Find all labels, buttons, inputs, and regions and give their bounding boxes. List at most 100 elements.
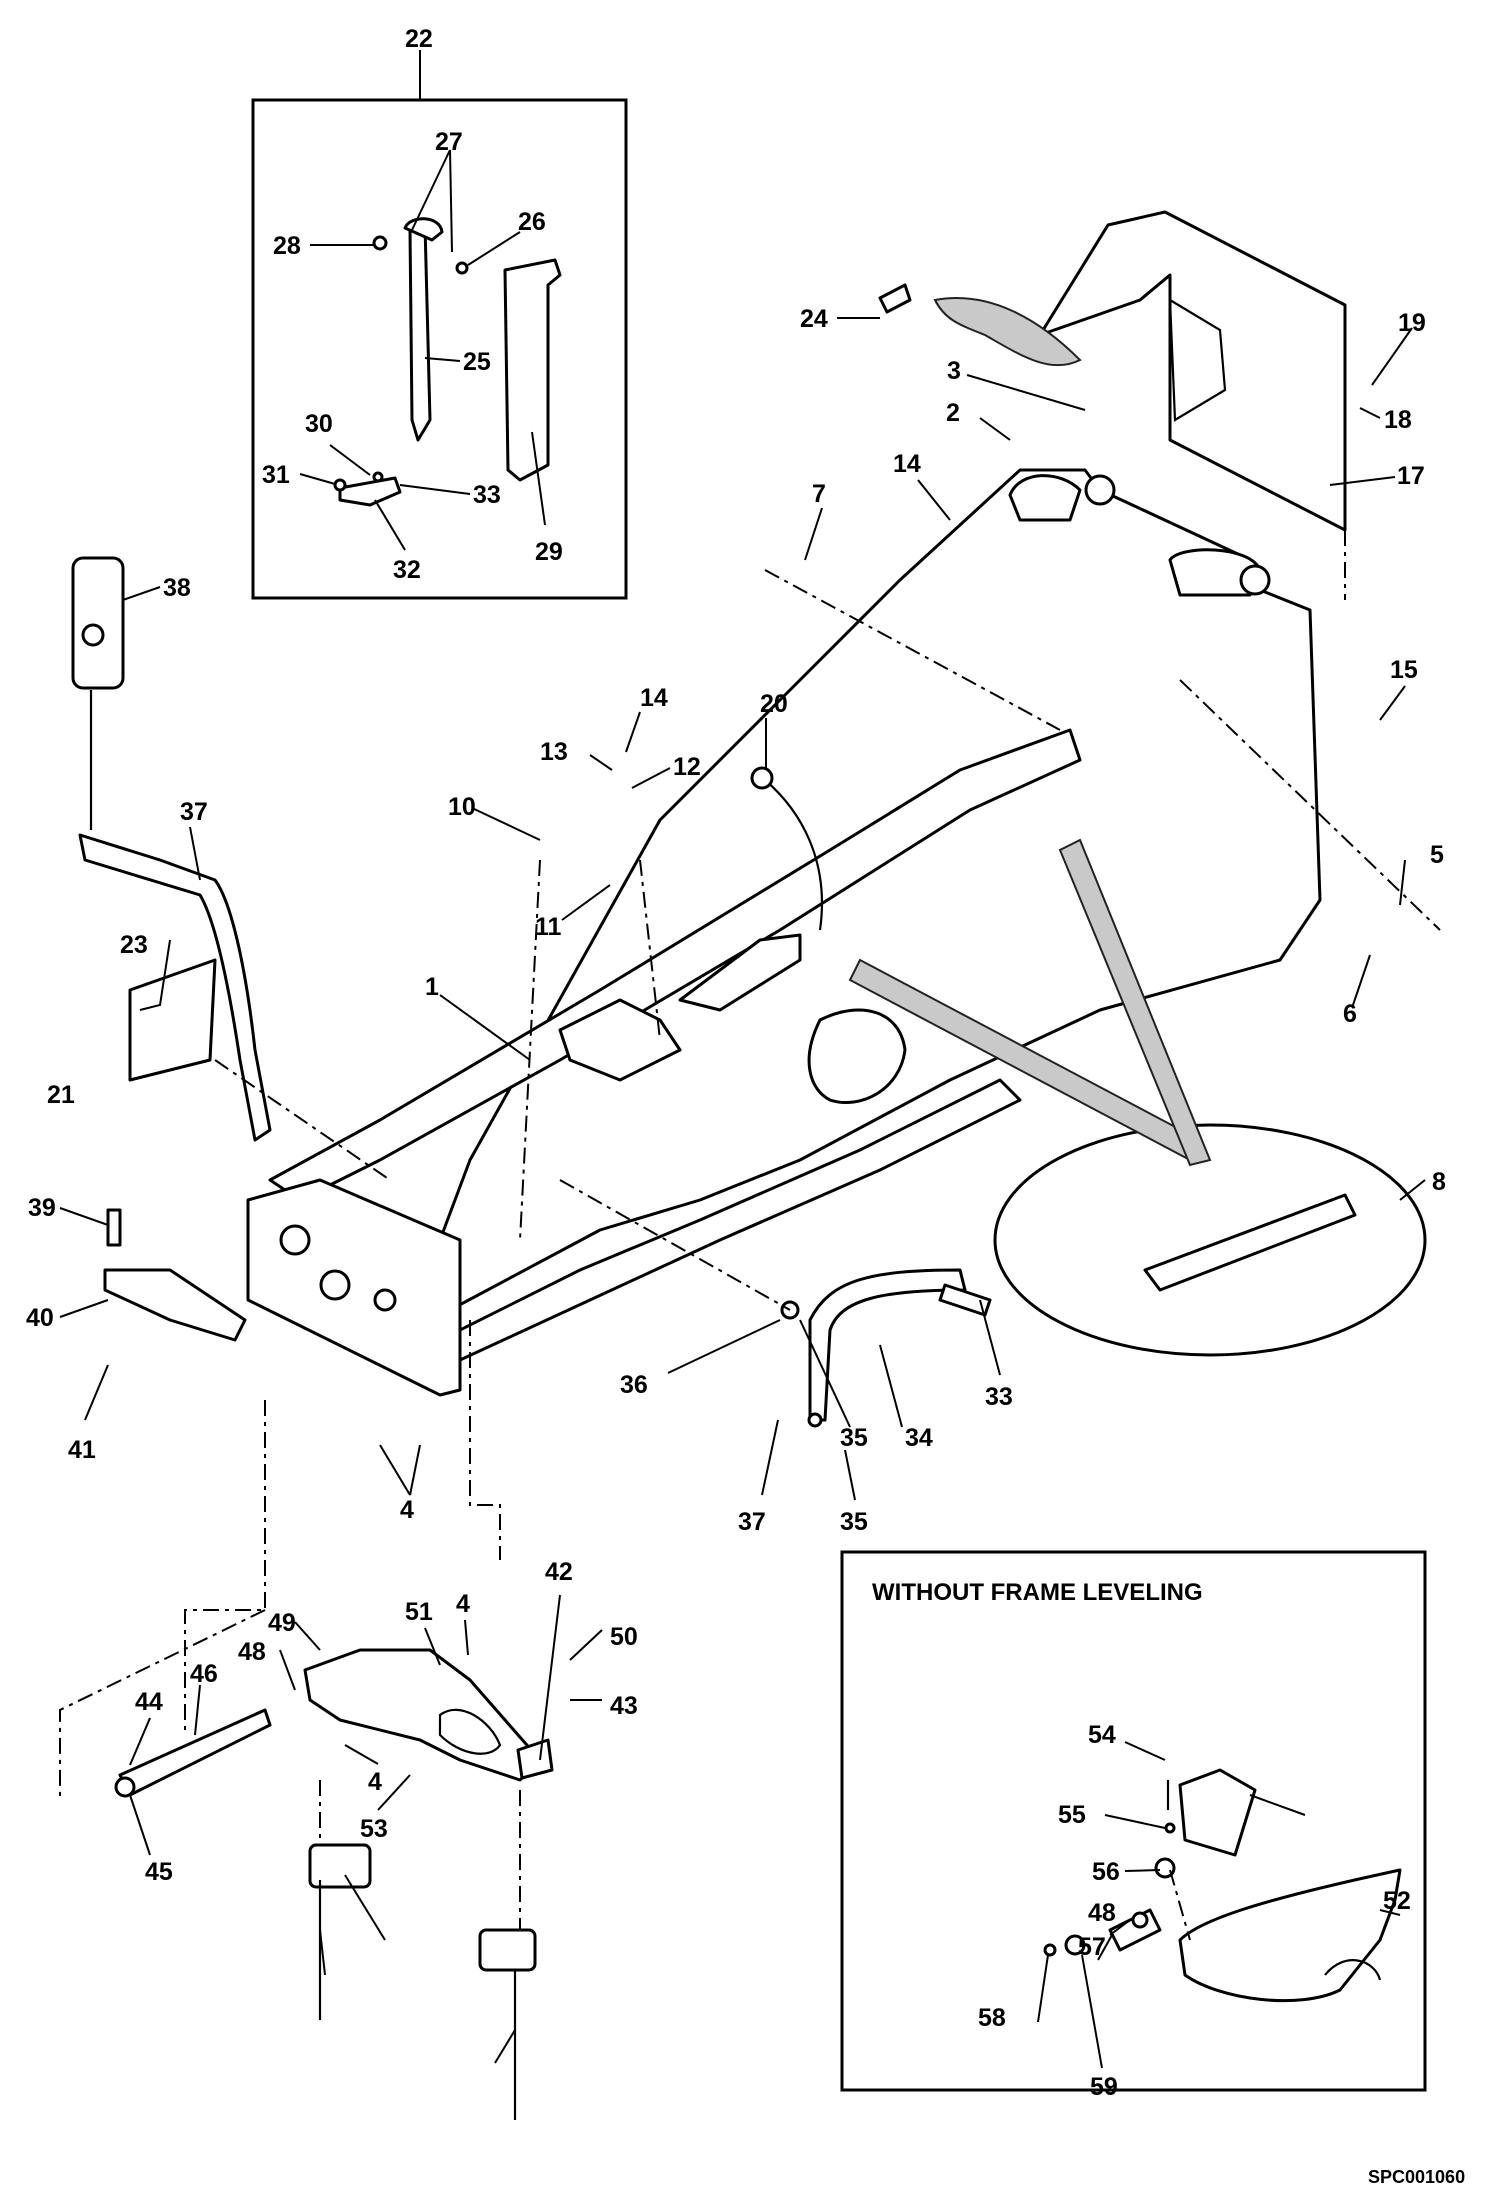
leader-40 <box>84 1364 109 1421</box>
callout-54: 58 <box>978 2004 1006 2032</box>
plate-59 <box>478 1928 537 1972</box>
leader-6 <box>1352 954 1371 1006</box>
leader-55 <box>1081 1954 1103 2069</box>
callout-7: 7 <box>812 480 826 508</box>
frame-lower-rail <box>438 1078 1022 1362</box>
leader-53 <box>1097 1934 1113 1961</box>
frame-leveling-box: WITHOUT FRAME LEVELING <box>840 1550 1427 2092</box>
bracket-39 <box>103 1268 247 1342</box>
callout-42: 43 <box>610 1692 638 1720</box>
leader-48a <box>424 1627 441 1666</box>
plate-20 <box>128 958 217 1082</box>
leader-57 <box>319 1929 326 1976</box>
leader-54 <box>1037 1954 1049 2023</box>
leader-50 <box>1124 1741 1166 1761</box>
callout-labels: 22 27 26 28 25 29 30 31 32 33 38 37 23 2… <box>26 25 1465 2187</box>
leader-27 <box>531 431 546 526</box>
callout-51: 55 <box>1058 1801 1086 1829</box>
leader-51 <box>1104 1814 1166 1829</box>
callout-5: 5 <box>1430 841 1444 869</box>
leader-59 <box>494 2029 516 2064</box>
leader-3 <box>966 374 1086 411</box>
leader-31 <box>399 484 471 495</box>
leader-48b <box>1379 1909 1401 1916</box>
rod-23 <box>408 223 432 442</box>
leader-8 <box>1399 1179 1426 1201</box>
callout-26: 28 <box>273 232 301 260</box>
callout-30: 32 <box>393 556 421 584</box>
leader-49 <box>377 1774 411 1811</box>
leader-14b <box>1379 685 1406 721</box>
pin-29 <box>333 478 347 492</box>
track-frame-group <box>114 1648 554 2120</box>
callout-29: 31 <box>262 461 290 489</box>
washer-35 <box>807 1412 823 1428</box>
callout-50: 54 <box>1088 1721 1116 1749</box>
pedal-37-pin <box>81 623 105 647</box>
main-frame-1 <box>246 468 1322 1397</box>
leader-33b <box>844 1449 856 1501</box>
callout-9: 10 <box>448 793 476 821</box>
decal-19-strip <box>933 297 1082 367</box>
pin-45 <box>118 1708 272 1797</box>
callout-36: 37 <box>180 798 208 826</box>
bushing-52 <box>1154 1857 1176 1879</box>
leader-5 <box>1399 859 1406 906</box>
leader-28 <box>329 444 371 476</box>
leader-44 <box>129 1794 151 1856</box>
callout-49: 53 <box>360 1815 388 1843</box>
leader-4a <box>379 1444 421 1496</box>
callout-4c: 4 <box>368 1768 382 1796</box>
dash-52 <box>1169 1869 1191 1941</box>
leader-39 <box>59 1299 109 1318</box>
leader-34 <box>799 1319 851 1428</box>
callout-46a: 48 <box>238 1638 266 1666</box>
leader-41 <box>539 1594 561 1761</box>
frame-48-detail <box>1178 1868 1402 2003</box>
pin-28 <box>372 471 384 483</box>
callout-53: 57 <box>1078 1933 1106 1961</box>
washer-55 <box>1064 1934 1086 1956</box>
leader-35a <box>667 1319 781 1374</box>
callout-38: 39 <box>28 1194 56 1222</box>
plate-58 <box>308 1843 372 1889</box>
bracket-56 <box>1178 1768 1257 1857</box>
leader-29 <box>299 473 336 485</box>
frame-opening-2 <box>807 1008 907 1105</box>
front-plate <box>246 1178 462 1397</box>
callout-47b: 50 <box>610 1623 638 1651</box>
pin-24 <box>455 261 469 275</box>
pin-19 <box>878 283 912 314</box>
bolt-38 <box>106 1208 122 1247</box>
callout-25: 27 <box>435 128 463 156</box>
leader-10 <box>561 884 611 921</box>
callout-4b: 4 <box>456 1590 470 1618</box>
leader-43 <box>129 1717 151 1766</box>
leader-4b <box>464 1619 469 1656</box>
callout-8: 8 <box>1432 1168 1446 1196</box>
callout-11: 12 <box>673 753 701 781</box>
callout-14b: 15 <box>1390 656 1418 684</box>
leader-16 <box>1359 407 1381 419</box>
leader-38 <box>59 1207 109 1226</box>
leader-33a <box>879 1344 903 1428</box>
front-plate-hole-1 <box>279 1224 311 1256</box>
callout-17: 19 <box>1398 309 1426 337</box>
washer-46-detail <box>1131 1911 1149 1929</box>
dash-4-left <box>184 1400 266 1735</box>
dash-20 <box>214 1059 391 1181</box>
link-assembly-group <box>780 1268 992 1428</box>
callout-40: 41 <box>68 1436 96 1464</box>
leader-1 <box>439 994 531 1061</box>
bracket-27 <box>503 258 562 482</box>
foot-bracket-group <box>103 1208 247 1342</box>
callout-13: 14 <box>640 684 668 712</box>
frame-leveling-title: WITHOUT FRAME LEVELING <box>872 1579 1203 1606</box>
callout-48a: 51 <box>405 1598 433 1626</box>
leader-56 <box>1249 1794 1306 1816</box>
leader-11 <box>631 767 671 789</box>
leader-12 <box>589 754 613 771</box>
bolt-54 <box>1043 1943 1057 1957</box>
